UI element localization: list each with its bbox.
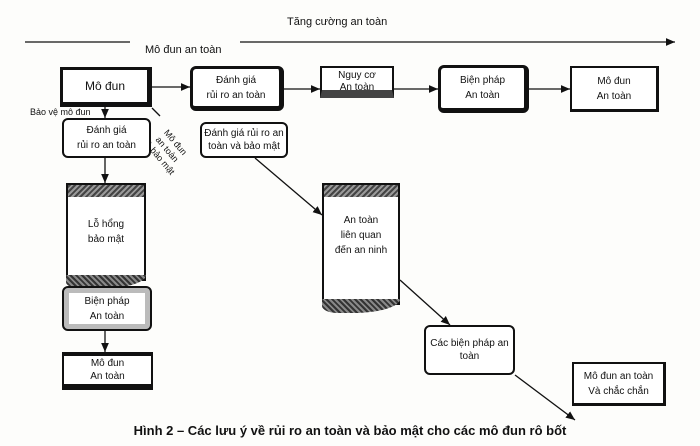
safety-risk-assessment-box: Đánh giá rủi ro an toàn	[190, 66, 284, 111]
box-text: An toàn	[90, 371, 125, 382]
box-text: Mô đun	[597, 75, 631, 87]
box-text: bảo mật	[87, 234, 125, 245]
box-text: Và chắc chắn	[588, 385, 649, 397]
safety-measures-box: Các biện pháp an toàn	[424, 325, 515, 375]
left-safe-module-box: Mô đun An toàn	[62, 352, 153, 390]
safety-security-assessment-box: Đánh giá rủi ro an toàn và bảo mật	[200, 122, 288, 158]
box-text: An toàn	[339, 82, 375, 93]
box-text: An toàn	[596, 90, 632, 102]
box-text: đến an ninh	[334, 245, 388, 256]
box-text: liên quan	[340, 230, 382, 241]
box-text: toàn	[459, 351, 480, 362]
security-related-safety-box: An toàn liên quan đến an ninh	[322, 183, 400, 313]
safe-secure-module-box: Mô đun an toàn Và chắc chắn	[572, 362, 666, 406]
box-text: Nguy cơ	[338, 70, 376, 81]
box-text: An toàn	[89, 310, 125, 322]
safety-measure-box: Biện pháp An toàn	[438, 65, 529, 113]
box-text: Mô đun an toàn	[583, 370, 654, 382]
box-text: rủi ro an toàn	[206, 89, 266, 101]
box-text: toàn và bảo mật	[208, 141, 280, 152]
left-safety-measure-box: Biện pháp An toàn	[62, 286, 152, 331]
box-text: Biện pháp	[84, 295, 130, 307]
box-text: An toàn	[343, 215, 379, 226]
box-text: Biện pháp	[459, 75, 506, 86]
security-vulnerability-box: Lỗ hổng bảo mật	[66, 183, 146, 289]
side-label: Bảo vệ mô đun	[30, 107, 91, 117]
module-box: Mô đun	[60, 67, 152, 107]
top-label: Tăng cường an toàn	[287, 16, 388, 28]
section-label: Mô đun an toàn	[145, 44, 222, 56]
figure-caption: Hình 2 – Các lưu ý về rủi ro an toàn và …	[133, 423, 567, 438]
left-risk-assessment-box: Đánh giá rủi ro an toàn	[62, 118, 151, 158]
box-text: Đánh giá	[215, 74, 257, 86]
box-text: Mô đun	[84, 78, 126, 93]
box-text: Lỗ hổng	[87, 219, 125, 230]
box-text: rủi ro an toàn	[77, 140, 136, 151]
safe-module-box: Mô đun An toàn	[570, 66, 659, 112]
box-text: Mô đun	[90, 358, 125, 369]
box-text: An toàn	[465, 90, 500, 101]
box-text: Đánh giá rủi ro an	[204, 128, 284, 139]
box-text: Các biện pháp an	[430, 338, 509, 349]
box-text: Đánh giá	[86, 125, 127, 136]
